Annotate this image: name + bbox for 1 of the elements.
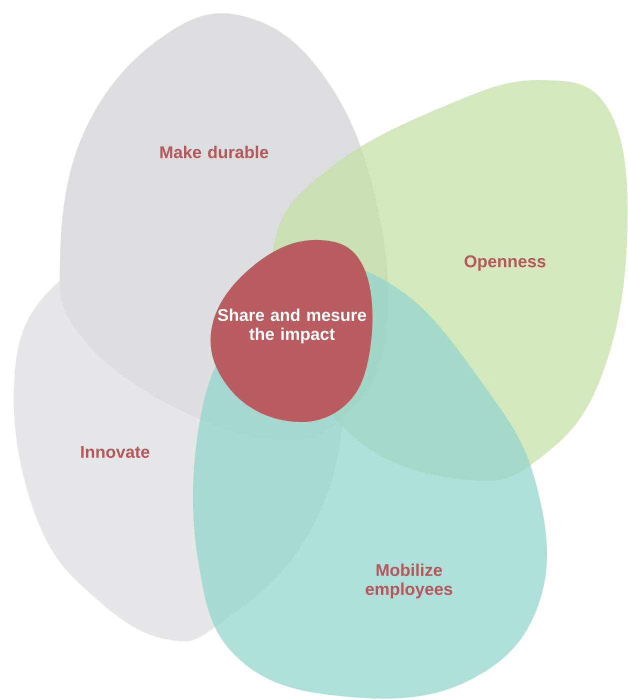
node-label: Innovate	[81, 446, 150, 458]
